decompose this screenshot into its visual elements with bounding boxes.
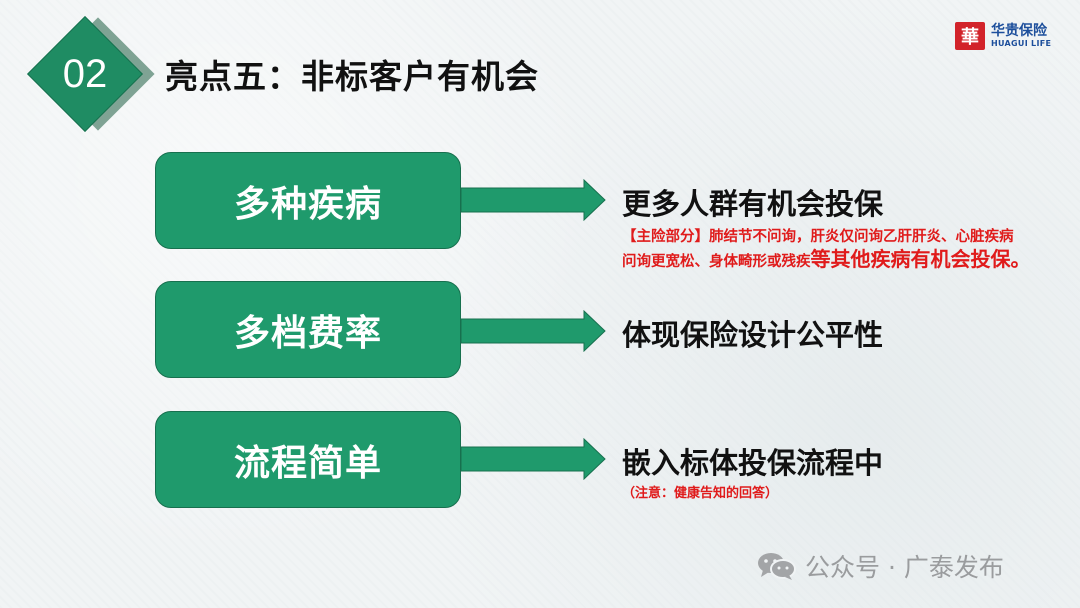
watermark: 公众号 · 广泰发布 [757,548,1004,584]
arrow-right-icon [461,310,606,352]
feature-point-diseases: 更多人群有机会投保 [622,187,884,221]
section-number: 02 [62,51,108,96]
feature-note-diseases: 【主险部分】肺结节不问询，肝炎仅问询乙肝肝炎、心脏疾病 问询更宽松、身体畸形或残… [622,226,1031,273]
logo-name-en: HUAGUI LIFE [991,39,1052,48]
feature-note-process: （注意：健康告知的回答） [622,486,779,501]
logo-mark-icon: 華 [955,22,985,50]
feature-box-rates: 多档费率 [155,281,461,378]
feature-point-rates: 体现保险设计公平性 [622,318,884,352]
wechat-icon [758,553,796,580]
feature-box-diseases: 多种疾病 [155,152,461,249]
note-line-1: 【主险部分】肺结节不问询，肝炎仅问询乙肝肝炎、心脏疾病 [622,229,1014,245]
page-title: 亮点五：非标客户有机会 [165,57,539,96]
arrow-right-icon [461,438,606,480]
note-line-2-small: 问询更宽松、身体畸形或残疾 [622,254,811,270]
note-line-2-big: 等其他疾病有机会投保。 [810,247,1031,271]
logo-name-cn: 华贵保险 [991,23,1047,39]
feature-point-process: 嵌入标体投保流程中 [622,446,884,480]
watermark-text: 公众号 · 广泰发布 [805,553,1004,582]
company-logo: 華 华贵保险 HUAGUI LIFE [955,22,1051,50]
arrow-right-icon [461,179,606,221]
feature-box-process: 流程简单 [155,411,461,508]
